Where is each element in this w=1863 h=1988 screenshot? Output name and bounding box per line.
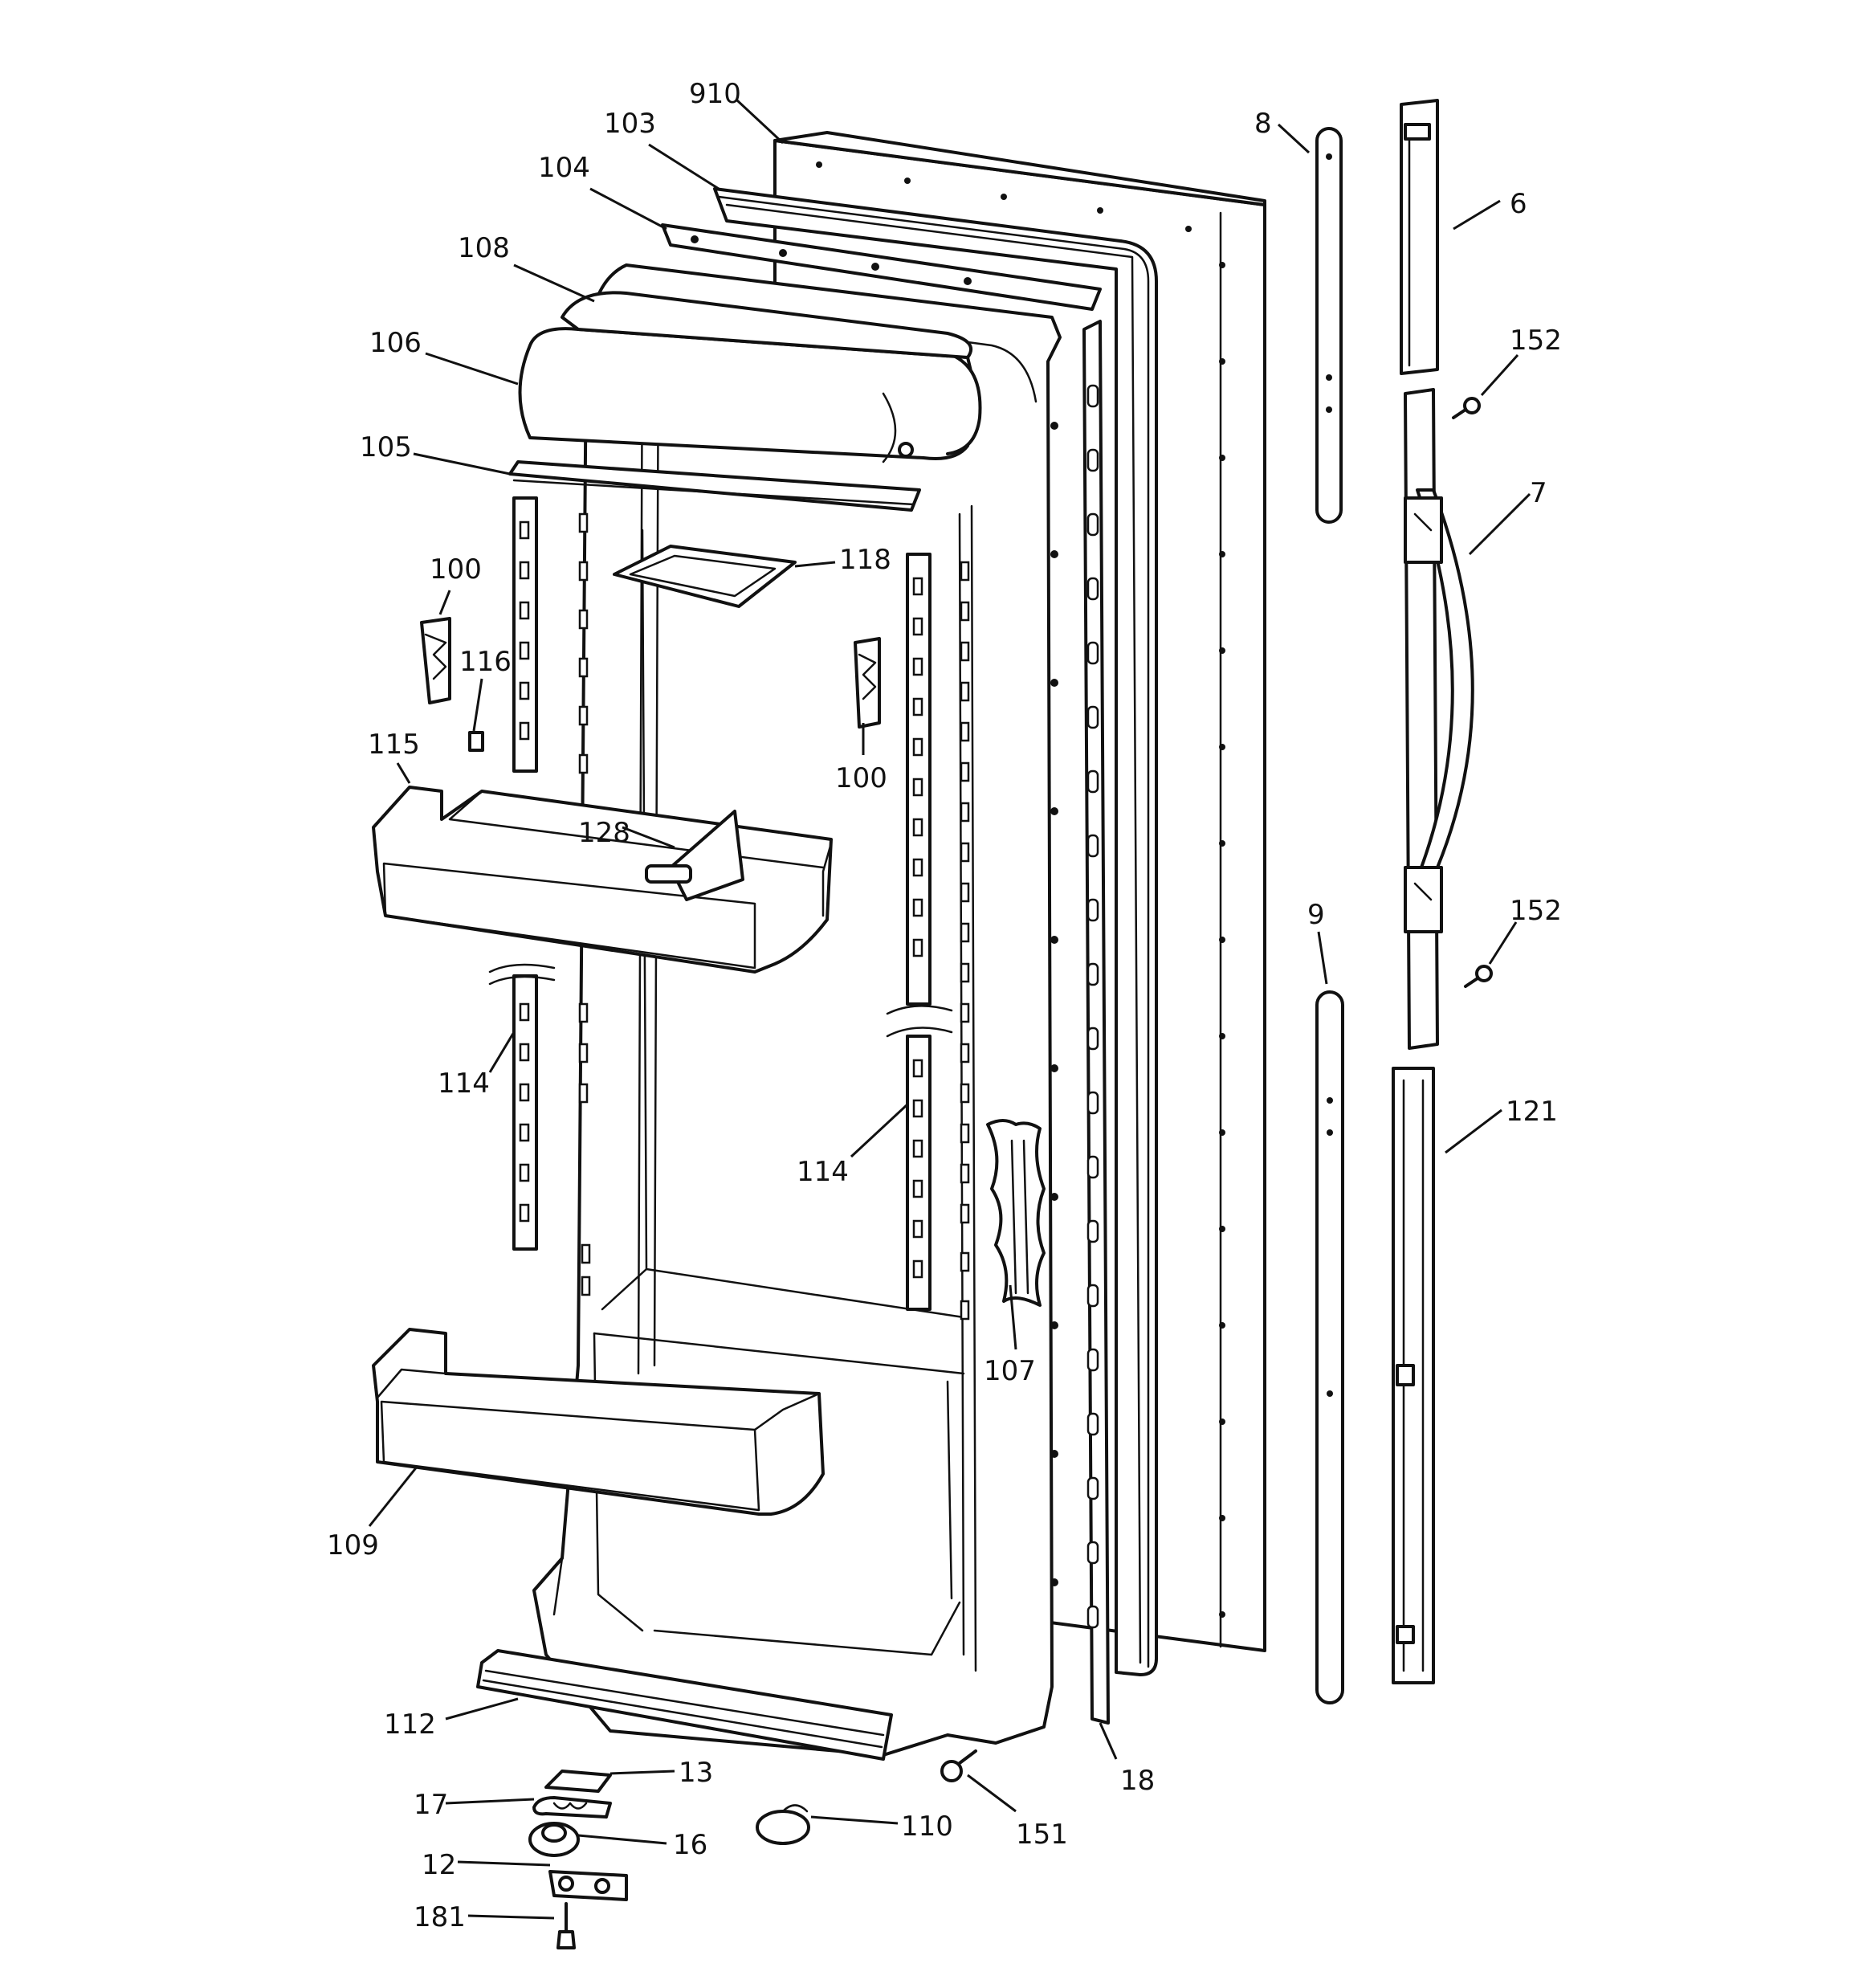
callout-17: 17	[414, 1789, 448, 1821]
liner-shelf-slots	[578, 512, 970, 1321]
handle-end-cap-6	[1400, 99, 1439, 375]
shelf-rail-right	[886, 553, 953, 1311]
callout-6: 6	[1510, 188, 1527, 220]
outer-panel-screw-holes	[816, 161, 1225, 1618]
callout-108: 108	[458, 232, 510, 264]
callout-114-right: 114	[797, 1156, 849, 1188]
callout-100-left: 100	[430, 553, 482, 586]
hinge-plate-12	[548, 1870, 628, 1901]
callout-910: 910	[689, 78, 741, 110]
hinge-pin-16	[528, 1822, 580, 1857]
callout-12: 12	[422, 1849, 456, 1881]
top-trim-strip	[661, 223, 1102, 311]
hinge-screw-181	[556, 1902, 576, 1949]
callout-151: 151	[1016, 1819, 1068, 1851]
shelf-clip-left	[420, 617, 451, 704]
callout-18: 18	[1120, 1765, 1155, 1797]
callout-8: 8	[1254, 108, 1272, 140]
handle-7	[1404, 388, 1474, 1050]
gasket-strip-beads	[1086, 384, 1099, 1629]
liner-flange-holes	[1050, 422, 1058, 1586]
dairy-compartment-cover	[518, 291, 982, 463]
handle-screw-152-bottom	[1464, 965, 1493, 988]
door-gasket	[713, 187, 1158, 1676]
callout-13: 13	[679, 1757, 713, 1789]
callout-106: 106	[369, 327, 422, 359]
lower-door-bin	[372, 1328, 825, 1516]
callout-7: 7	[1530, 477, 1547, 509]
upper-door-bin	[372, 786, 833, 974]
callout-152-top: 152	[1510, 325, 1562, 357]
callout-103: 103	[604, 108, 656, 140]
callout-9: 9	[1307, 899, 1325, 931]
gasket-strip-side	[1082, 320, 1110, 1725]
leader-lines	[368, 99, 1531, 1920]
callout-112: 112	[384, 1708, 436, 1741]
callout-109: 109	[327, 1529, 379, 1561]
handle-screw-152-top	[1452, 397, 1481, 419]
hinge-bushing-17	[532, 1796, 612, 1819]
small-storage-tray	[613, 545, 797, 608]
screw-151	[940, 1749, 977, 1782]
bottom-trim-strip	[476, 1649, 893, 1761]
callout-107: 107	[984, 1355, 1036, 1387]
callout-118: 118	[839, 544, 891, 576]
small-bracket	[468, 731, 484, 752]
cover-hinge-bar	[508, 460, 921, 512]
handle-trim-top-8	[1315, 127, 1343, 524]
callout-128: 128	[578, 817, 630, 849]
handle-trim-bottom-9	[1315, 990, 1344, 1704]
callout-115: 115	[368, 729, 420, 761]
callout-labels: 910 103 104 108 106 105 118 100 116 100 …	[327, 78, 1562, 1933]
callout-105: 105	[360, 431, 412, 463]
shelf-rail-left	[488, 496, 556, 1251]
shelf-clip-right	[854, 637, 881, 729]
hinge-shim-13	[544, 1770, 612, 1793]
callout-110: 110	[901, 1810, 953, 1843]
callout-16: 16	[673, 1829, 707, 1861]
callout-116: 116	[459, 646, 512, 678]
callout-100-right: 100	[835, 762, 887, 794]
callout-181: 181	[414, 1901, 466, 1933]
callout-104: 104	[538, 152, 590, 184]
door-stop-110	[756, 1804, 810, 1845]
callout-121: 121	[1506, 1096, 1558, 1128]
insulation-piece	[986, 1119, 1046, 1307]
handle-end-cap-121	[1392, 1067, 1435, 1684]
callout-114-left: 114	[438, 1067, 490, 1100]
callout-152-bottom: 152	[1510, 895, 1562, 927]
